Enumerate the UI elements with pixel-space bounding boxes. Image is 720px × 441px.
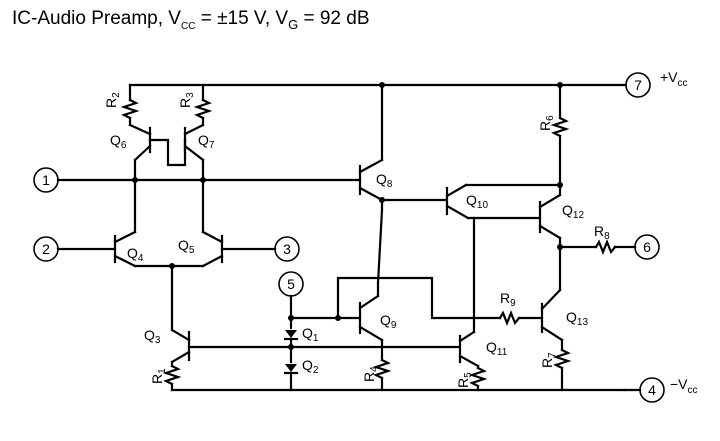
q1-label: Q1 bbox=[302, 325, 319, 344]
r6-label: R6 bbox=[537, 115, 556, 131]
q10-label: Q10 bbox=[466, 192, 488, 211]
q6-label: Q6 bbox=[110, 132, 127, 151]
terminal-5-label: 5 bbox=[287, 276, 295, 292]
terminal-3-label: 3 bbox=[283, 241, 291, 257]
q13-label: Q13 bbox=[566, 309, 588, 328]
q12-label: Q12 bbox=[562, 202, 584, 221]
r5-label: R5 bbox=[455, 372, 474, 388]
r9-label: R9 bbox=[500, 290, 516, 309]
terminal-1-label: 1 bbox=[42, 172, 50, 188]
r7-label: R7 bbox=[539, 352, 558, 368]
q11-label: Q11 bbox=[486, 339, 508, 358]
resistor-r9 bbox=[498, 310, 521, 326]
terminal-6-label: 6 bbox=[643, 239, 651, 255]
resistor-r1 bbox=[162, 364, 182, 386]
q5-label: Q5 bbox=[178, 237, 195, 256]
q7-label: Q7 bbox=[198, 132, 215, 151]
r3-label: R3 bbox=[177, 92, 196, 108]
q3-label: Q3 bbox=[144, 327, 161, 346]
diode-q2 bbox=[285, 364, 297, 372]
r4-label: R4 bbox=[361, 366, 380, 382]
resistor-r5 bbox=[468, 366, 488, 388]
resistor-r4 bbox=[372, 358, 392, 380]
resistor-r2 bbox=[120, 98, 140, 120]
terminal-2-label: 2 bbox=[42, 241, 50, 257]
diode-q1 bbox=[285, 330, 297, 338]
r8-label: R8 bbox=[594, 223, 610, 242]
diagram-title: IC-Audio Preamp, VCC = ±15 V, VG = 92 dB bbox=[12, 8, 370, 32]
q4-label: Q4 bbox=[127, 245, 144, 264]
r1-label: R1 bbox=[149, 368, 168, 384]
negative-supply-label: −Vcc bbox=[670, 376, 698, 396]
terminal-7-label: 7 bbox=[634, 77, 642, 93]
resistor-r8 bbox=[594, 239, 617, 255]
resistor-r3 bbox=[193, 98, 213, 120]
q2-label: Q2 bbox=[302, 357, 319, 376]
q9-label: Q9 bbox=[380, 312, 397, 331]
positive-supply-label: +Vcc bbox=[660, 69, 688, 89]
terminal-6 bbox=[634, 234, 660, 260]
q8-label: Q8 bbox=[376, 171, 393, 190]
resistor-r6 bbox=[550, 116, 570, 138]
resistor-r7 bbox=[552, 348, 572, 370]
r2-label: R2 bbox=[103, 92, 122, 108]
terminal-7 bbox=[625, 72, 651, 98]
terminal-4-label: 4 bbox=[648, 382, 656, 398]
